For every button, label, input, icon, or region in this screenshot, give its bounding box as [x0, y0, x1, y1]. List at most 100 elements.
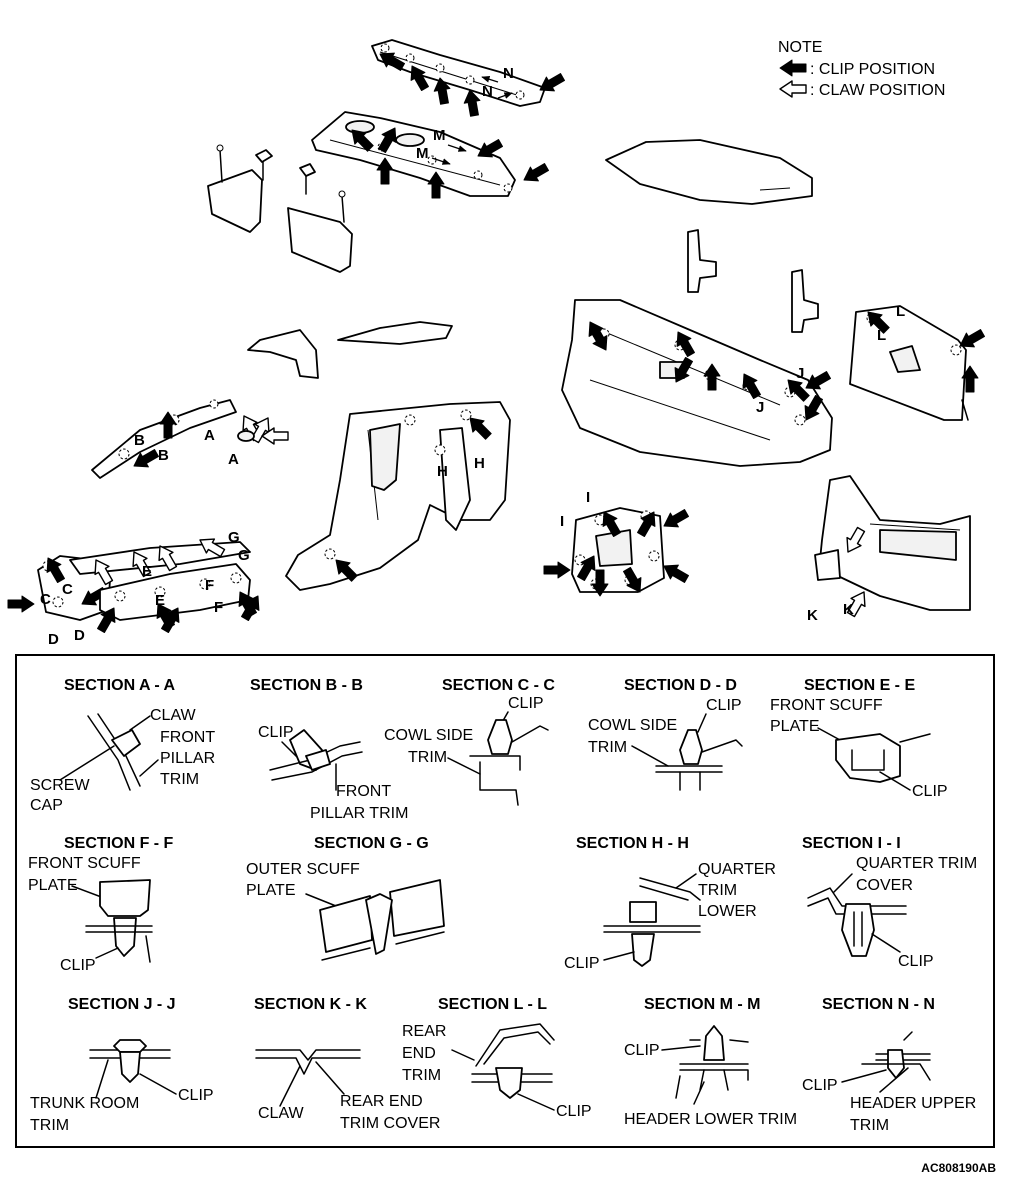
marker-a-lower: A: [228, 451, 239, 468]
marker-a-upper: A: [204, 427, 215, 444]
section-l-ret-line1: REAR: [402, 1023, 446, 1040]
legend-heading: NOTE: [778, 39, 822, 56]
section-b-b: SECTION B - B CLIP FRONT PILLAR TRIM: [250, 677, 408, 822]
cowl-side-and-scuff-plate-parts: C C D D E E F F G G: [7, 529, 266, 648]
section-h-clip-label: CLIP: [564, 955, 600, 972]
section-l-ret-line3: TRIM: [402, 1067, 441, 1084]
marker-i-upper: I: [586, 489, 590, 506]
marker-e-lower: E: [155, 592, 165, 609]
section-e-clip-label: CLIP: [912, 783, 948, 800]
section-a-fpt-line2: PILLAR: [160, 750, 215, 767]
section-j-title: SECTION J - J: [68, 996, 176, 1013]
section-l-title: SECTION L - L: [438, 996, 547, 1013]
section-b-fpt-line2: PILLAR TRIM: [310, 805, 408, 822]
section-i-qtc-line2: COVER: [856, 877, 913, 894]
small-trim-pieces: [247, 321, 453, 379]
marker-e-upper: E: [142, 563, 152, 580]
section-k-k: SECTION K - K CLAW REAR END TRIM COVER: [254, 996, 440, 1132]
marker-f-upper: F: [205, 577, 214, 594]
section-j-trt-line1: TRUNK ROOM: [30, 1095, 139, 1112]
section-d-cst-line1: COWL SIDE: [588, 717, 677, 734]
section-e-fsp-line1: FRONT SCUFF: [770, 697, 883, 714]
section-d-d: SECTION D - D CLIP COWL SIDE TRIM: [588, 677, 743, 791]
section-n-hut-line1: HEADER UPPER: [850, 1095, 976, 1112]
section-c-c: SECTION C - C CLIP COWL SIDE TRIM: [384, 677, 555, 806]
section-i-i: SECTION I - I QUARTER TRIM COVER CLIP: [802, 835, 977, 970]
section-m-hlt-label: HEADER LOWER TRIM: [624, 1111, 797, 1128]
section-k-retc-line1: REAR END: [340, 1093, 423, 1110]
marker-b-upper: B: [134, 432, 145, 449]
section-a-screw-cap-line2: CAP: [30, 797, 63, 814]
section-b-clip-label: CLIP: [258, 724, 294, 741]
section-a-screw-cap-line1: SCREW: [30, 777, 90, 794]
section-i-qtc-line1: QUARTER TRIM: [856, 855, 977, 872]
drawing-code: AC808190AB: [921, 1161, 996, 1175]
rear-end-trim-cover-part: K K: [807, 475, 971, 624]
section-g-osp-line2: PLATE: [246, 882, 296, 899]
section-a-fpt-line1: FRONT: [160, 729, 215, 746]
section-a-a: SECTION A - A CLAW FRONT PILLAR TRIM SCR…: [30, 677, 215, 814]
section-i-title: SECTION I - I: [802, 835, 901, 852]
section-k-retc-line2: TRIM COVER: [340, 1115, 440, 1132]
marker-l-lower: L: [877, 327, 886, 344]
clip-position-arrow-icon: [779, 59, 807, 77]
marker-j-upper: J: [796, 365, 804, 382]
legend-clip-text: : CLIP POSITION: [810, 61, 935, 78]
marker-l-upper: L: [896, 303, 905, 320]
section-g-title: SECTION G - G: [314, 835, 429, 852]
marker-g-upper: G: [228, 529, 240, 546]
marker-h-right: H: [474, 455, 485, 472]
sun-visor-parts: [207, 144, 353, 273]
section-a-fpt-line3: TRIM: [160, 771, 199, 788]
header-upper-trim-part: N N: [371, 39, 568, 118]
section-d-cst-line2: TRIM: [588, 739, 627, 756]
section-e-fsp-line2: PLATE: [770, 718, 820, 735]
marker-m-upper: M: [433, 127, 446, 144]
marker-n-upper: N: [503, 65, 514, 82]
marker-c-lower: C: [40, 591, 51, 608]
section-c-title: SECTION C - C: [442, 677, 555, 694]
section-c-cst-line1: COWL SIDE: [384, 727, 473, 744]
section-l-ret-line2: END: [402, 1045, 436, 1062]
section-f-fsp-line1: FRONT SCUFF: [28, 855, 141, 872]
bracket-parts: [687, 229, 819, 333]
marker-h-left: H: [437, 463, 448, 480]
section-f-clip-label: CLIP: [60, 957, 96, 974]
section-e-e: SECTION E - E FRONT SCUFF PLATE CLIP: [770, 677, 948, 800]
marker-k-left: K: [807, 607, 818, 624]
section-n-hut-line2: TRIM: [850, 1117, 889, 1134]
rear-end-trim-part: L L: [849, 303, 988, 421]
section-h-qtl-line1: QUARTER: [698, 861, 776, 878]
legend: NOTE : CLIP POSITION : CLAW POSITION: [778, 39, 945, 99]
section-f-f: SECTION F - F FRONT SCUFF PLATE CLIP: [28, 835, 174, 974]
section-f-fsp-line2: PLATE: [28, 877, 78, 894]
marker-j-lower: J: [756, 399, 764, 416]
marker-m-lower: M: [416, 145, 429, 162]
marker-c-upper: C: [62, 581, 73, 598]
parcel-shelf-part: [605, 139, 813, 205]
section-m-m: SECTION M - M CLIP HEADER LOWER TRIM: [624, 996, 797, 1128]
section-b-fpt-line1: FRONT: [336, 783, 391, 800]
section-m-clip-label: CLIP: [624, 1042, 660, 1059]
legend-claw-text: : CLAW POSITION: [810, 82, 945, 99]
section-n-title: SECTION N - N: [822, 996, 935, 1013]
section-h-qtl-line2: TRIM: [698, 882, 737, 899]
section-n-n: SECTION N - N CLIP HEADER UPPER TRIM: [802, 996, 976, 1134]
section-e-title: SECTION E - E: [804, 677, 915, 694]
section-k-claw-label: CLAW: [258, 1105, 305, 1122]
marker-b-lower: B: [158, 447, 169, 464]
section-l-l: SECTION L - L REAR END TRIM CLIP: [402, 996, 592, 1120]
section-d-clip-label: CLIP: [706, 697, 742, 714]
section-h-qtl-line3: LOWER: [698, 903, 757, 920]
front-pillar-trim-part: B B A A: [91, 399, 289, 479]
section-b-title: SECTION B - B: [250, 677, 363, 694]
claw-position-arrow-icon: [779, 80, 807, 98]
section-f-title: SECTION F - F: [64, 835, 174, 852]
marker-k-right: K: [843, 601, 854, 618]
quarter-trim-cover-part: I I: [543, 489, 692, 597]
header-lower-trim-part: M M: [311, 111, 552, 199]
section-g-g: SECTION G - G OUTER SCUFF PLATE: [246, 835, 445, 961]
section-n-clip-label: CLIP: [802, 1077, 838, 1094]
marker-g-lower: G: [238, 547, 250, 564]
